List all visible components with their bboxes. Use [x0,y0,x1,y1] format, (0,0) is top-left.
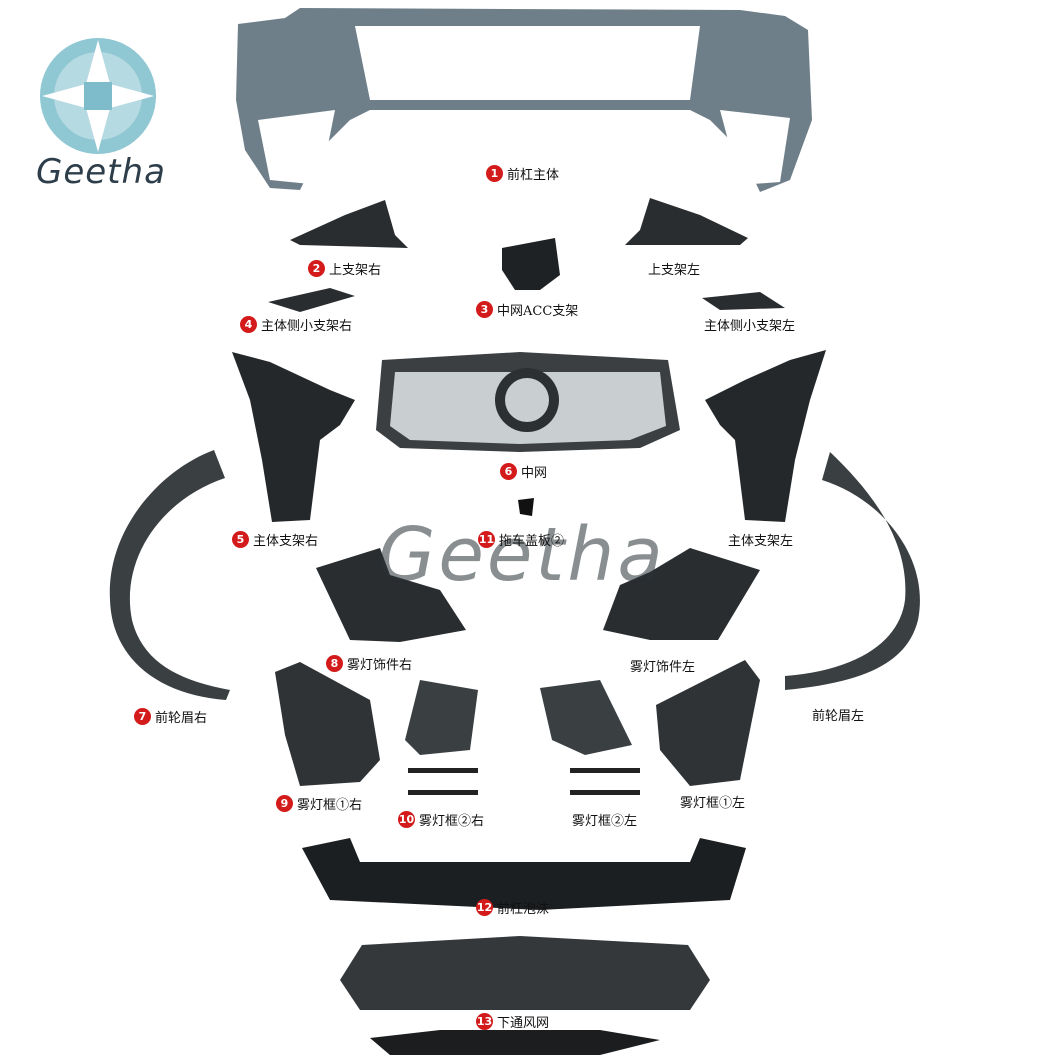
part-number-badge: 6 [500,463,517,480]
part-name: 前杠主体 [507,168,560,183]
part-number-badge: 11 [478,531,495,548]
part-name: 下通风网 [497,1016,550,1031]
fog-frame1-right-shape [275,662,380,786]
label-fog-frame2-right: 10 雾灯框②右 [398,810,484,829]
main-bracket-left-shape [705,350,826,522]
side-small-bracket-right-shape [268,288,355,312]
part-name: 上支架左 [648,263,701,278]
part-name: 拖车盖板② [499,534,565,549]
part-number-badge: 10 [398,811,415,828]
label-fog-frame2-left: 雾灯框②左 [572,810,637,829]
lower-lip-shape [370,1030,660,1055]
bumper-right-opening [720,110,790,185]
fog-frame1-left-shape [656,660,760,786]
acc-bracket-shape [502,238,560,290]
watermark: Geetha [378,512,666,598]
logo-emblem [40,38,156,154]
part-number-badge: 2 [308,260,325,277]
part-number-badge: 13 [476,1013,493,1030]
part-number-badge: 8 [326,655,343,672]
part-name: 主体侧小支架左 [704,319,796,334]
grille-shape [376,352,680,452]
part-name: 雾灯框①左 [680,796,746,811]
part-name: 前轮眉左 [812,709,865,724]
label-grille: 6 中网 [500,462,547,481]
label-main-bracket-right: 5 主体支架右 [232,530,318,549]
part-number-badge: 12 [476,899,493,916]
label-acc-bracket: 3 中网ACC支架 [476,300,578,319]
bumper-grille-opening [355,26,700,100]
label-side-small-bracket-left: 主体侧小支架左 [704,315,795,334]
brand-logo-text: Geetha [36,152,166,192]
part-number-badge: 9 [276,795,293,812]
wheel-arch-right-shape [109,450,230,700]
wheel-arch-left-shape [785,452,920,690]
part-number-badge: 5 [232,531,249,548]
upper-bracket-left-shape [625,198,748,245]
label-fog-frame1-right: 9 雾灯框①右 [276,794,362,813]
fog-strip-right-2 [408,790,478,795]
part-name: 雾灯框②左 [572,814,638,829]
part-name: 上支架右 [329,263,382,278]
fog-strip-right-1 [408,768,478,773]
part-name: 中网 [521,466,548,481]
fog-grille-left-shape [540,680,632,755]
part-name: 雾灯饰件左 [630,660,696,675]
part-name: 中网ACC支架 [497,304,579,319]
label-bumper-foam: 12 前杠泡沫 [476,898,549,917]
part-number-badge: 7 [134,708,151,725]
fog-grille-right-shape [405,680,478,755]
part-name: 前轮眉右 [155,711,208,726]
upper-bracket-right-shape [290,200,408,248]
lower-mesh-shape [340,936,710,1010]
part-name: 主体支架右 [253,534,319,549]
label-wheel-arch-left: 前轮眉左 [812,705,864,724]
part-name: 主体支架左 [728,534,794,549]
label-fog-trim-right: 8 雾灯饰件右 [326,654,412,673]
fog-trim-right-shape [316,548,466,642]
part-number-badge: 3 [476,301,493,318]
part-name: 雾灯饰件右 [347,658,413,673]
label-front-bumper: 1 前杠主体 [486,164,559,183]
fog-strip-left-1 [570,768,640,773]
label-upper-bracket-left: 上支架左 [648,259,700,278]
side-small-bracket-left-shape [702,292,785,310]
label-upper-bracket-right: 2 上支架右 [308,259,381,278]
part-number-badge: 4 [240,316,257,333]
part-number-badge: 1 [486,165,503,182]
part-name: 雾灯框①右 [297,798,363,813]
label-fog-frame1-left: 雾灯框①左 [680,792,745,811]
part-name: 前杠泡沫 [497,902,550,917]
fog-trim-left-shape [603,548,760,640]
bumper-left-opening [258,110,335,185]
part-name: 主体侧小支架右 [261,319,353,334]
label-tow-cover: 11 拖车盖板② [478,530,564,549]
part-name: 雾灯框②右 [419,814,485,829]
tow-cover-shape [518,498,534,516]
label-side-small-bracket-right: 4 主体侧小支架右 [240,315,352,334]
label-fog-trim-left: 雾灯饰件左 [630,656,695,675]
label-lower-mesh: 13 下通风网 [476,1012,549,1031]
main-bracket-right-shape [232,352,355,522]
label-main-bracket-left: 主体支架左 [728,530,793,549]
fog-strip-left-2 [570,790,640,795]
label-wheel-arch-right: 7 前轮眉右 [134,707,207,726]
bumper-foam-shape [302,838,746,910]
